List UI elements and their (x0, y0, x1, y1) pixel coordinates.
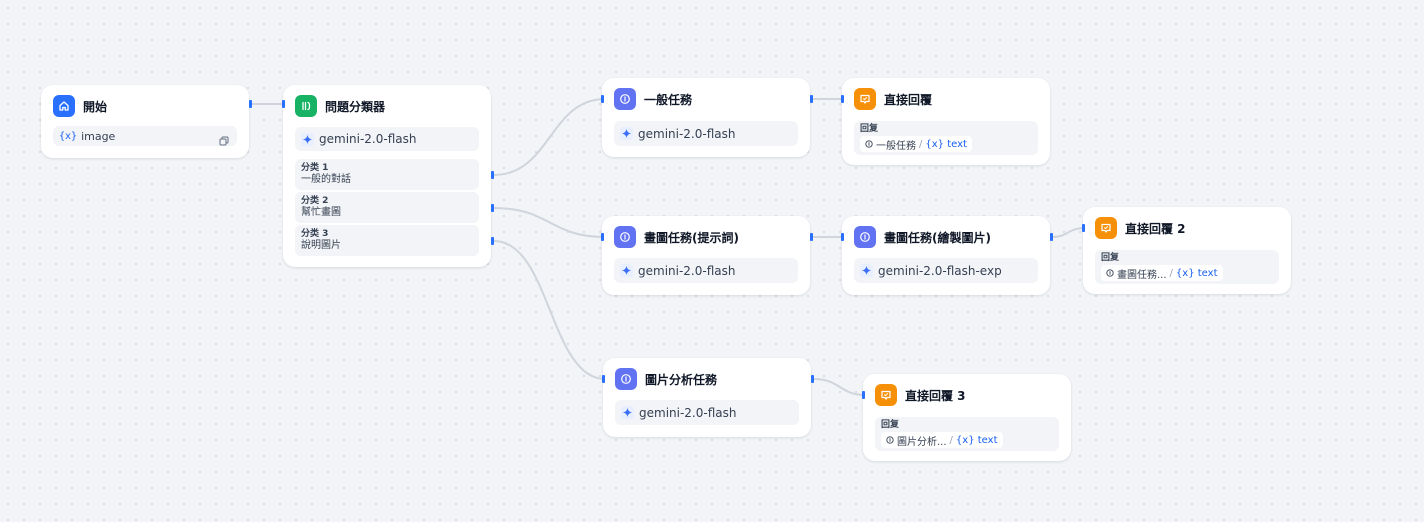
edge-class2-prompt (493, 207, 606, 238)
llm-prompt-model-row[interactable]: gemini-2.0-flash (614, 258, 798, 283)
llm-draw-model-row[interactable]: gemini-2.0-flash-exp (854, 258, 1038, 283)
start-variable: image (81, 129, 116, 143)
answer-icon (875, 384, 897, 406)
llm-prompt-title: 畫圖任務(提示詞) (644, 230, 739, 245)
class-1-output-handle[interactable] (491, 171, 494, 179)
llm-prompt-model: gemini-2.0-flash (638, 263, 736, 278)
llm-image-title: 圖片分析任務 (645, 372, 718, 387)
classifier-icon (295, 95, 317, 117)
llm-prompt-output-handle[interactable] (810, 233, 813, 241)
answer-icon (1095, 217, 1117, 239)
variable-icon: {x} (955, 434, 975, 446)
reply-source-chip: 圖片分析... / {x} text (881, 432, 1003, 448)
llm-icon (614, 88, 636, 110)
reply-label: 回复 (860, 124, 879, 134)
llm-image-input-handle[interactable] (602, 375, 605, 383)
classifier-title: 問題分類器 (325, 99, 386, 114)
edge-draw-answer2 (1051, 227, 1086, 238)
class-3-text: 說明圖片 (301, 240, 341, 251)
llm-draw-output-handle[interactable] (1050, 233, 1053, 241)
answer-image-node[interactable]: 直接回覆 3 回复 圖片分析... / {x} text (863, 374, 1071, 461)
llm-icon (1106, 269, 1114, 277)
llm-general-node[interactable]: 一般任務 gemini-2.0-flash (602, 78, 810, 157)
llm-icon (865, 140, 873, 148)
answer-image-title: 直接回覆 3 (905, 388, 966, 403)
llm-image-model-row[interactable]: gemini-2.0-flash (615, 400, 799, 425)
class-2-label: 分类 2 (301, 196, 329, 206)
answer-draw-node[interactable]: 直接回覆 2 回复 畫圖任務... / {x} text (1083, 207, 1291, 294)
start-title: 開始 (83, 99, 108, 114)
class-2-output-handle[interactable] (491, 204, 494, 212)
reply-source-chip: 一般任務 / {x} text (860, 136, 972, 152)
llm-general-input-handle[interactable] (601, 95, 604, 103)
reply-label: 回复 (1101, 253, 1120, 263)
llm-general-model-row[interactable]: gemini-2.0-flash (614, 121, 798, 146)
llm-general-output-handle[interactable] (810, 95, 813, 103)
gemini-icon (301, 132, 314, 146)
llm-draw-model: gemini-2.0-flash-exp (878, 263, 1002, 278)
llm-icon (614, 226, 636, 248)
variable-icon: {x} (1175, 267, 1195, 279)
llm-icon (615, 368, 637, 390)
class-1[interactable]: 分类 1 一般的對話 (295, 159, 479, 190)
class-3-output-handle[interactable] (491, 237, 494, 245)
answer-general-input-handle[interactable] (841, 95, 844, 103)
start-variable-row[interactable]: {x} image (53, 126, 237, 146)
home-icon (53, 95, 75, 117)
reply-source-chip: 畫圖任務... / {x} text (1101, 265, 1223, 281)
variable-icon: {x} (59, 130, 78, 142)
llm-image-node[interactable]: 圖片分析任務 gemini-2.0-flash (603, 358, 811, 437)
classifier-model-row[interactable]: gemini-2.0-flash (295, 127, 479, 151)
answer-image-reply[interactable]: 回复 圖片分析... / {x} text (875, 417, 1059, 451)
class-1-text: 一般的對話 (301, 174, 351, 185)
gemini-icon (620, 127, 633, 140)
gemini-icon (620, 264, 633, 277)
classifier-node[interactable]: 問題分類器 gemini-2.0-flash 分类 1 一般的對話 分类 2 幫… (283, 85, 491, 267)
llm-general-model: gemini-2.0-flash (638, 126, 736, 141)
copy-icon[interactable] (219, 131, 229, 150)
variable-icon: {x} (925, 138, 945, 150)
answer-icon (854, 88, 876, 110)
class-3[interactable]: 分类 3 說明圖片 (295, 225, 479, 256)
class-2[interactable]: 分类 2 幫忙畫圖 (295, 192, 479, 223)
reply-source: 圖片分析... (897, 436, 947, 448)
llm-image-output-handle[interactable] (811, 375, 814, 383)
classifier-model: gemini-2.0-flash (319, 132, 417, 146)
reply-source: 畫圖任務... (1117, 269, 1167, 281)
llm-prompt-input-handle[interactable] (601, 233, 604, 241)
answer-draw-reply[interactable]: 回复 畫圖任務... / {x} text (1095, 250, 1279, 284)
reply-var: text (977, 434, 998, 446)
reply-source: 一般任務 (876, 140, 916, 152)
start-output-handle[interactable] (249, 100, 252, 108)
answer-general-node[interactable]: 直接回覆 回复 一般任務 / {x} text (842, 78, 1050, 165)
reply-label: 回复 (881, 420, 900, 430)
answer-general-reply[interactable]: 回复 一般任務 / {x} text (854, 121, 1038, 155)
answer-draw-input-handle[interactable] (1082, 224, 1085, 232)
llm-draw-input-handle[interactable] (841, 233, 844, 241)
answer-general-title: 直接回覆 (884, 92, 933, 107)
llm-draw-node[interactable]: 畫圖任務(繪製圖片) gemini-2.0-flash-exp (842, 216, 1050, 295)
classifier-input-handle[interactable] (282, 100, 285, 108)
gemini-icon (860, 264, 873, 277)
llm-prompt-node[interactable]: 畫圖任務(提示詞) gemini-2.0-flash (602, 216, 810, 295)
edge-class3-image (493, 240, 606, 380)
reply-var: text (1197, 267, 1218, 279)
answer-draw-title: 直接回覆 2 (1125, 221, 1186, 236)
gemini-icon (621, 406, 634, 419)
llm-draw-title: 畫圖任務(繪製圖片) (884, 230, 991, 245)
edge-class1-general (493, 98, 606, 176)
class-1-label: 分类 1 (301, 163, 329, 173)
reply-var: text (947, 138, 967, 150)
class-2-text: 幫忙畫圖 (301, 207, 341, 218)
class-3-label: 分类 3 (301, 229, 329, 239)
llm-general-title: 一般任務 (644, 92, 693, 107)
start-node[interactable]: 開始 {x} image (41, 85, 249, 158)
edge-image-answer3 (813, 378, 866, 396)
answer-image-input-handle[interactable] (862, 391, 865, 399)
llm-icon (854, 226, 876, 248)
llm-icon (886, 436, 894, 444)
llm-image-model: gemini-2.0-flash (639, 405, 737, 420)
